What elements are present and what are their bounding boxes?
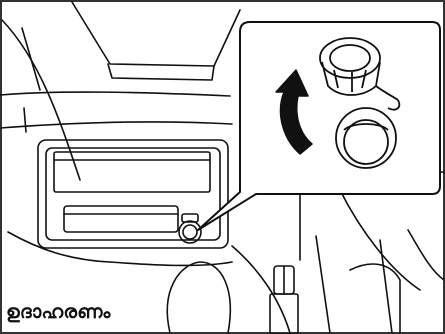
caption-box: ഉദാഹരണം bbox=[6, 298, 156, 326]
caption-label: ഉദാഹരണം bbox=[6, 301, 111, 323]
socket-base bbox=[336, 108, 396, 168]
